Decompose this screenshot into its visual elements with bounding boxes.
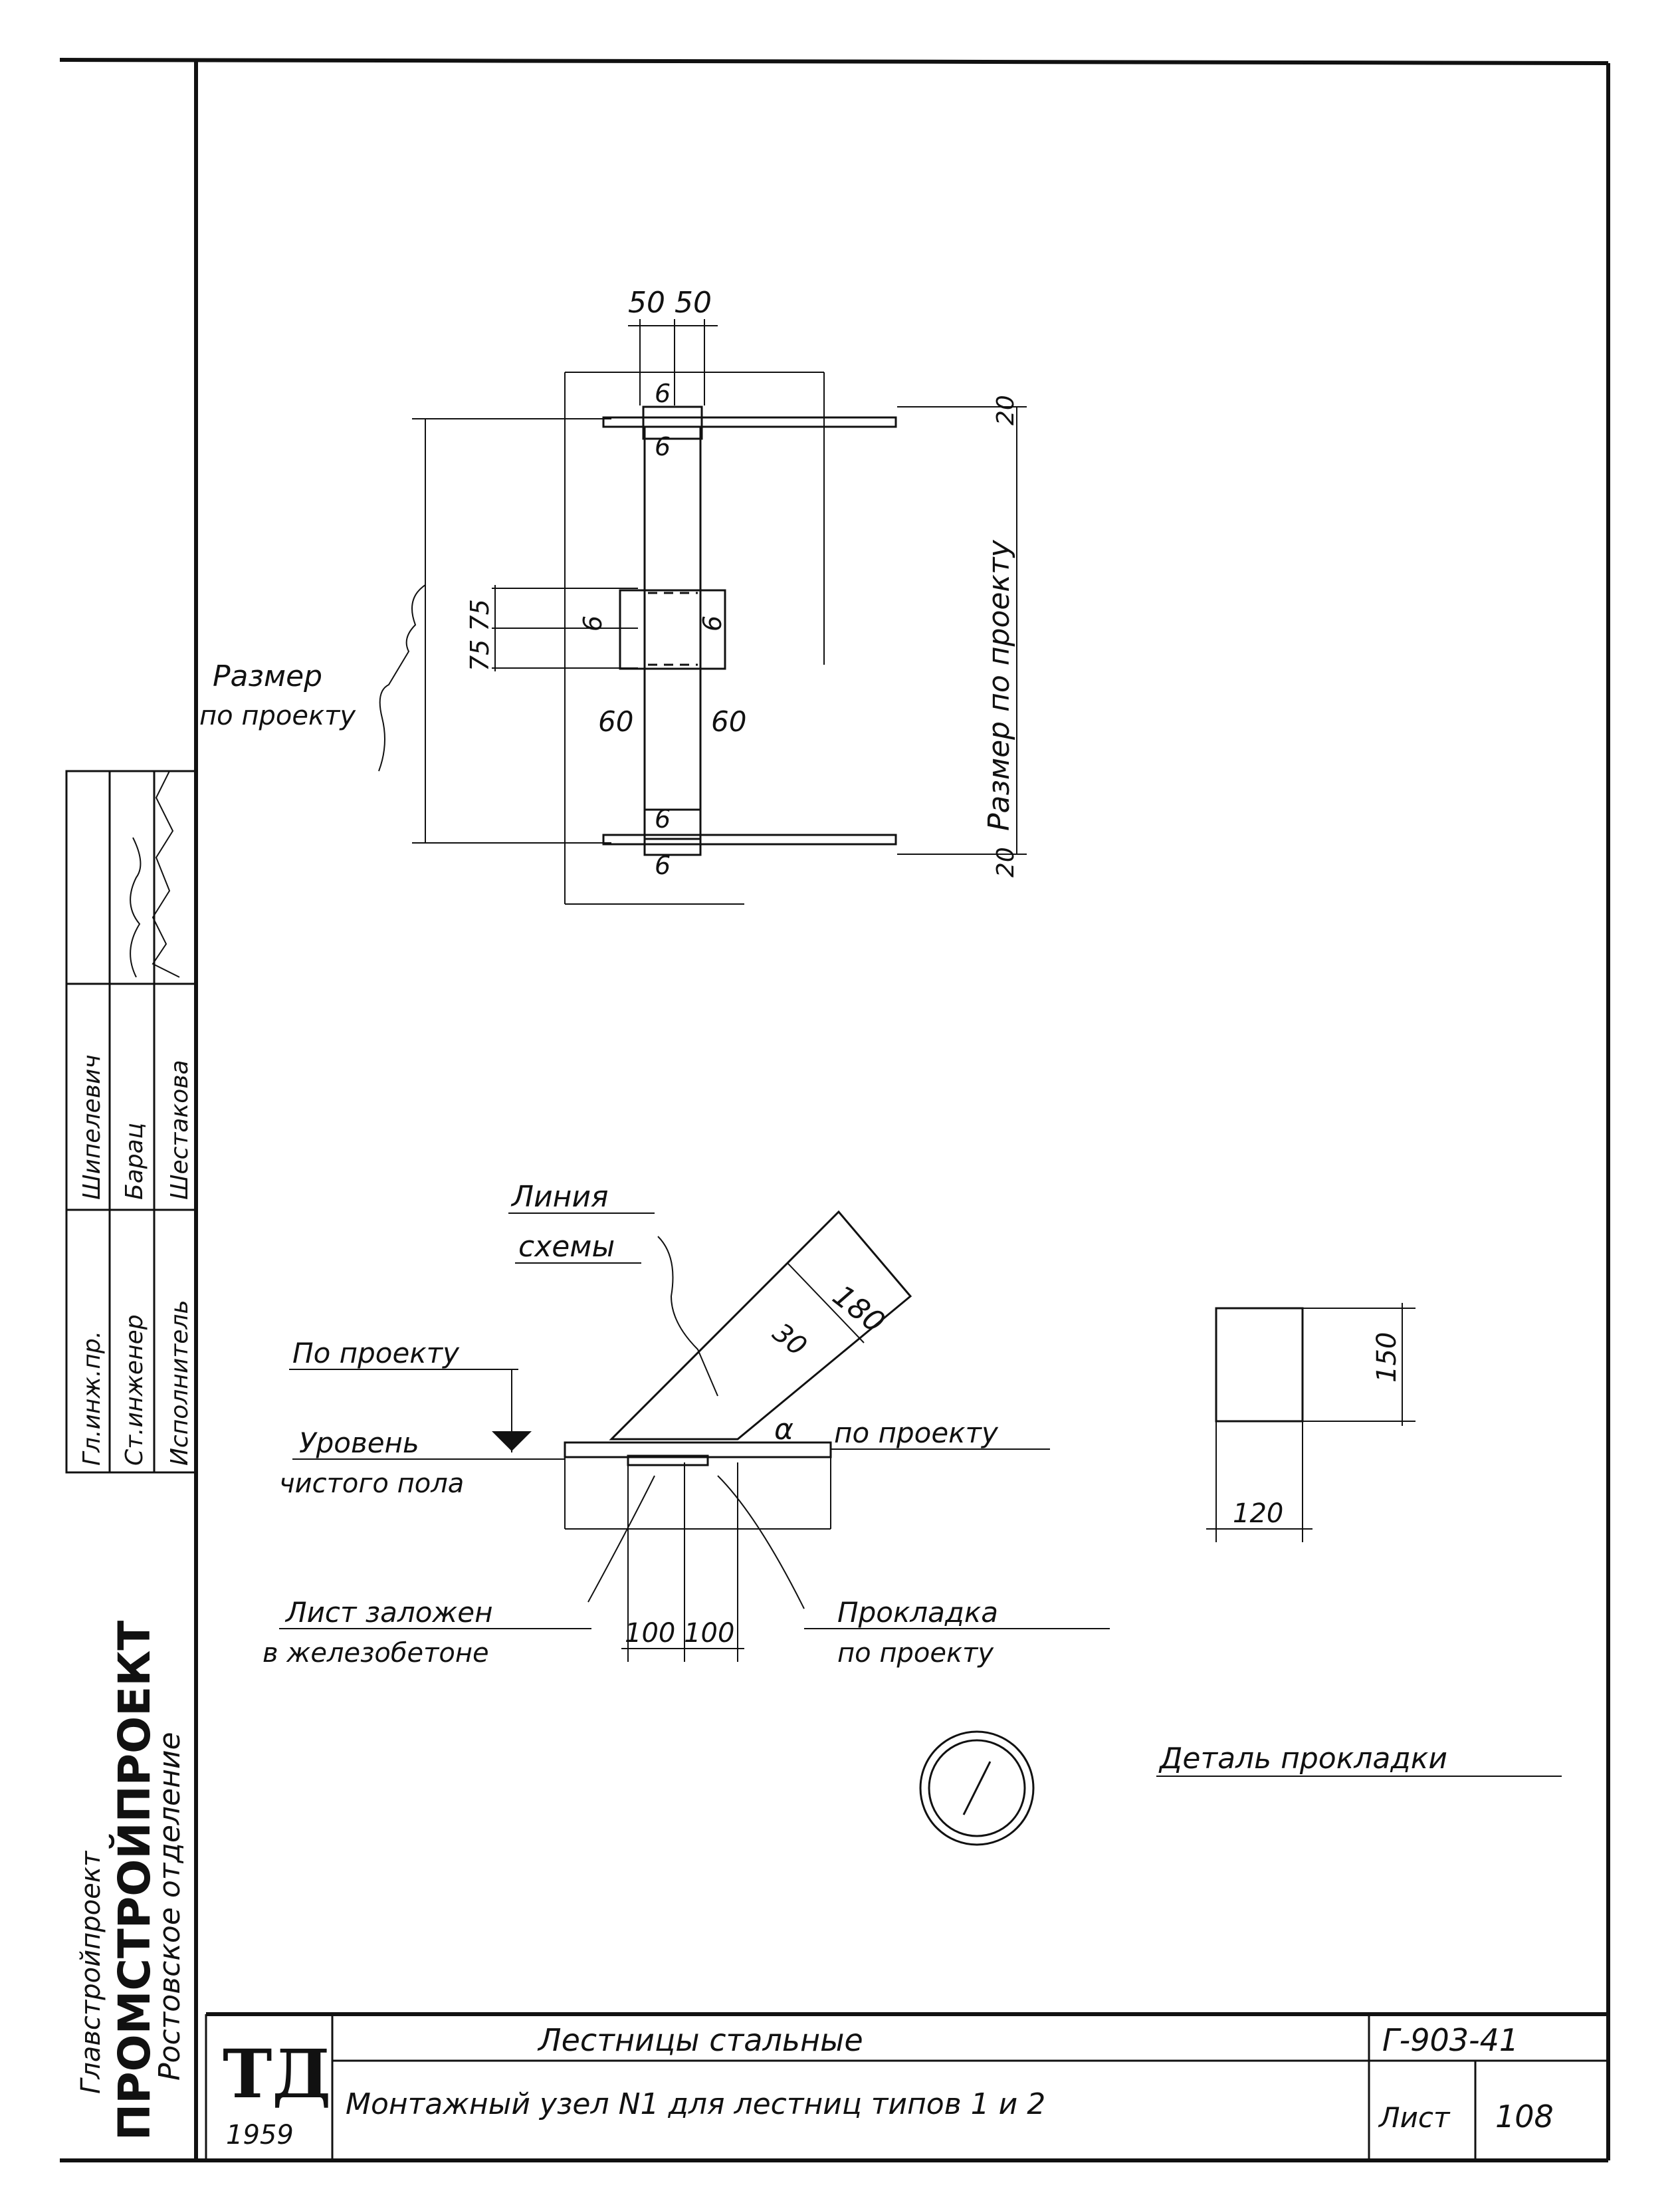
sheet-frame bbox=[59, 58, 1610, 2162]
gasket-label-2: по проекту bbox=[837, 1638, 994, 1669]
gasket-width: 120 bbox=[1233, 1498, 1283, 1529]
gasket-detail-title: Деталь прокладки bbox=[1158, 1742, 1447, 1776]
role-senior-engineer: Ст.инженер bbox=[121, 1314, 148, 1466]
plate-top-inner-label: 6 bbox=[655, 432, 671, 461]
dim-60-left: 60 bbox=[598, 705, 633, 738]
dim-180: 180 bbox=[826, 1278, 891, 1339]
gasket-height: 150 bbox=[1372, 1332, 1402, 1383]
plate-bottom-label: 6 bbox=[655, 851, 671, 880]
size-by-project-line1: Размер bbox=[213, 659, 322, 693]
org-glavstroyproekt: Главстройпроект bbox=[76, 1850, 106, 2094]
name-executor: Шестакова bbox=[166, 1060, 193, 1200]
role-executor: Исполнитель bbox=[166, 1300, 193, 1466]
td-logo: ТД bbox=[223, 2035, 331, 2113]
angle-by-project: по проекту bbox=[834, 1417, 999, 1449]
plate-bottom-inner-label: 6 bbox=[655, 804, 671, 834]
size-by-project-line2: по проекту bbox=[199, 701, 356, 731]
line-label-2: схемы bbox=[518, 1230, 615, 1264]
year: 1959 bbox=[226, 2120, 294, 2150]
size-by-project-vertical: Размер по проекту bbox=[982, 539, 1016, 831]
signature-1 bbox=[130, 837, 142, 978]
mid-plate-left-label: 6 bbox=[578, 616, 607, 632]
role-chief-engineer: Гл.инж.пр. bbox=[78, 1331, 106, 1466]
signature-2 bbox=[152, 770, 180, 978]
gasket-label-1: Прокладка bbox=[837, 1596, 998, 1629]
dim-20-top: 20 bbox=[992, 395, 1019, 425]
title-block: ТД 1959 Лестницы стальные Монтажный узел… bbox=[205, 2012, 1608, 2160]
dims-100-100: 100 100 bbox=[625, 1618, 734, 1649]
dim-30: 30 bbox=[767, 1318, 812, 1363]
dim-75-75: 75 75 bbox=[465, 599, 494, 671]
gasket-detail: 150 120 Деталь прокладки bbox=[1156, 1303, 1562, 1777]
org-promstroyproekt: ПРОМСТРОЙПРОЕКТ bbox=[108, 1621, 160, 2140]
level-marker bbox=[492, 1431, 532, 1451]
sheet-number: 108 bbox=[1495, 2099, 1554, 2134]
name-chief-engineer: Шипелевич bbox=[78, 1054, 106, 1200]
top-view: 50 50 6 6 6 6 75 75 60 60 6 6 bbox=[199, 286, 1027, 905]
level-label-2: чистого пола bbox=[279, 1468, 464, 1499]
dim-50-50: 50 50 bbox=[628, 286, 712, 320]
node-mark-glyph bbox=[962, 1761, 992, 1815]
name-senior-engineer: Барац bbox=[121, 1123, 148, 1200]
by-project-top: По проекту bbox=[292, 1337, 460, 1369]
sheet-embedded-1: Лист заложен bbox=[284, 1596, 493, 1629]
sheet-embedded-2: в железобетоне bbox=[262, 1638, 489, 1669]
node-mark bbox=[919, 1730, 1035, 1846]
level-label-1: Уровень bbox=[299, 1427, 419, 1459]
mid-plate-right-label: 6 bbox=[698, 616, 727, 632]
alpha-label: α bbox=[774, 1413, 793, 1446]
dim-60-right: 60 bbox=[711, 705, 746, 738]
plate-top-label: 6 bbox=[655, 379, 671, 408]
doc-code: Г-903-41 bbox=[1382, 2022, 1519, 2058]
sheet-subtitle: Монтажный узел N1 для лестниц типов 1 и … bbox=[346, 2087, 1045, 2121]
dim-20-bottom: 20 bbox=[992, 847, 1019, 877]
sheet-label: Лист bbox=[1378, 2101, 1451, 2134]
left-info-block: Гл.инж.пр. Ст.инженер Исполнитель Шипеле… bbox=[65, 770, 197, 2140]
line-label-1: Линия bbox=[510, 1180, 609, 1214]
section-view: Линия схемы 180 30 По проекту Уровень чи… bbox=[262, 1180, 1110, 1669]
org-rostov-branch: Ростовское отделение bbox=[153, 1732, 187, 2081]
sheet-title: Лестницы стальные bbox=[537, 2022, 863, 2058]
